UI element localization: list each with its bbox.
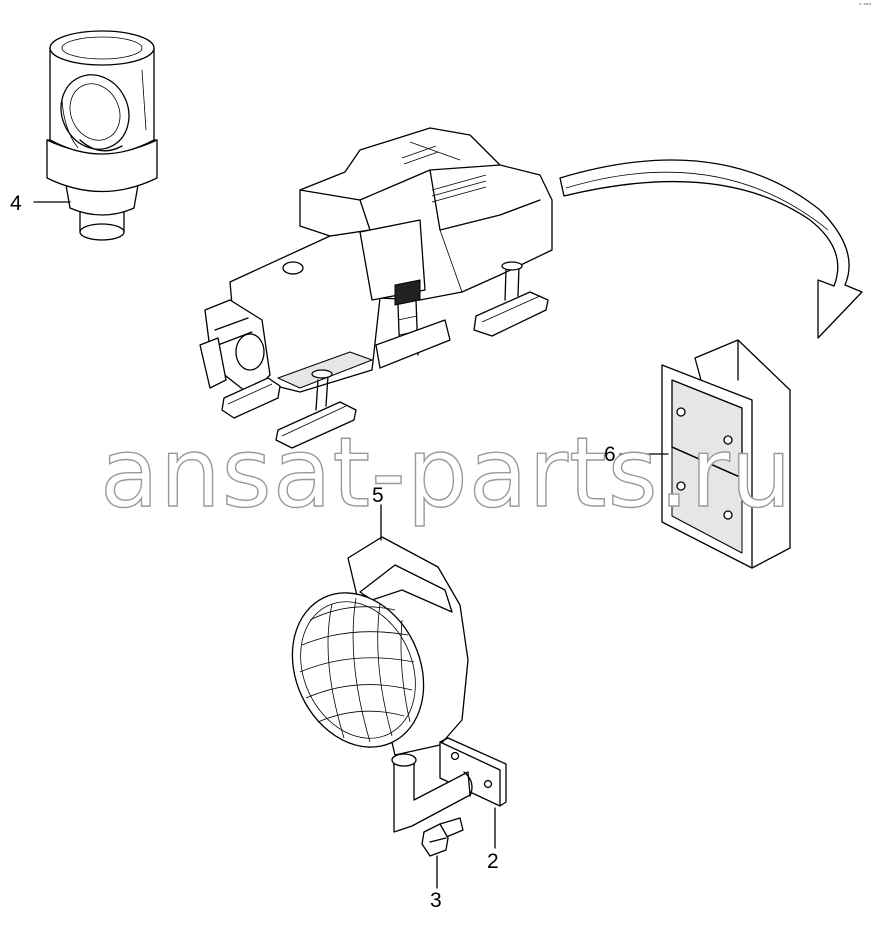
corner-reference-mark: ᵃ ᵒᵒᵒ (859, 2, 871, 9)
part-5-work-lamp (291, 536, 469, 756)
part-2-bracket (391, 737, 507, 833)
callout-2: 2 (487, 850, 499, 873)
part-4-beacon-lamp (46, 30, 158, 241)
callout-4: 4 (10, 192, 22, 215)
callout-6: 6 (604, 443, 616, 466)
direction-arrow (559, 159, 863, 339)
part-3-bolt (421, 817, 464, 857)
machine-illustration (199, 127, 553, 449)
callout-5: 5 (372, 484, 384, 507)
callout-3: 3 (430, 889, 442, 912)
part-6-rectangular-lamp (661, 339, 791, 569)
lamp-lens-grid (299, 597, 415, 743)
watermark-text: ansat-parts.ru (100, 417, 793, 529)
